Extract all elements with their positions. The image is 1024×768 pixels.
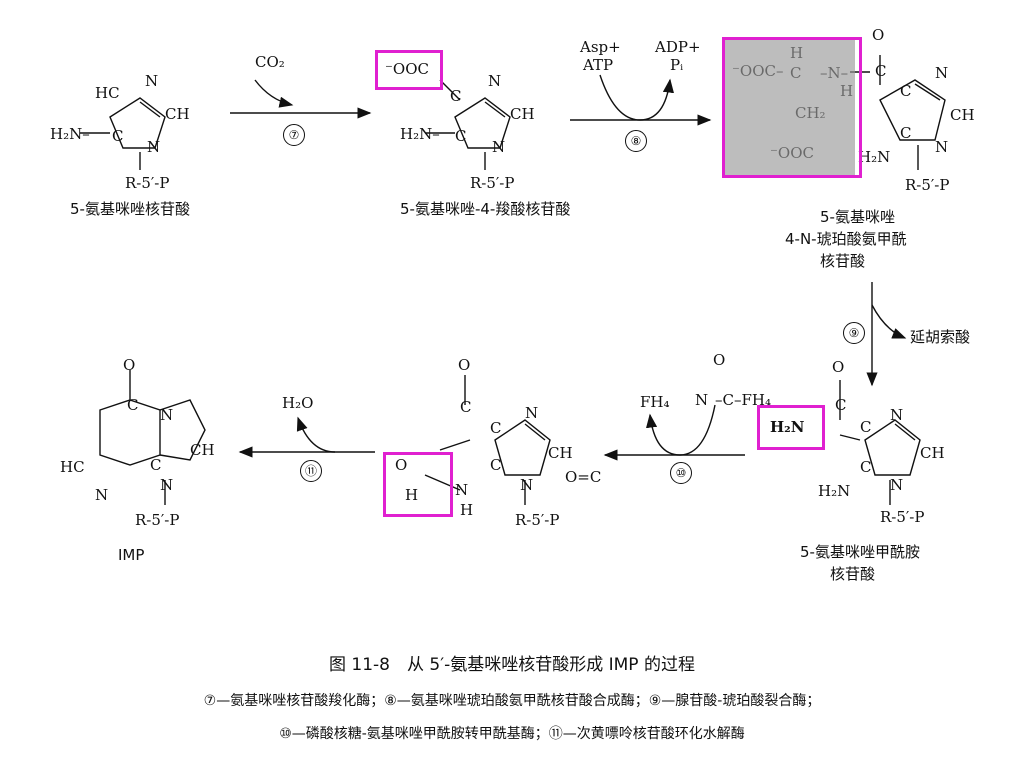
step8-reagent-in-2: ATP — [583, 56, 614, 74]
svg-text:HC: HC — [60, 458, 85, 476]
compound-3-name-l2: 4-N-琥珀酸氨甲酰 — [785, 230, 907, 248]
step9-reagent: 延胡索酸 — [910, 328, 971, 346]
svg-text:O: O — [123, 356, 135, 374]
svg-text:N: N — [160, 406, 173, 424]
compound-4-name-l1: 5-氨基咪唑甲酰胺 — [800, 543, 920, 561]
compound-1-name: 5-氨基咪唑核苷酸 — [70, 200, 190, 218]
figure-legend-line1: ⑦—氨基咪唑核苷酸羧化酶；⑧—氨基咪唑琥珀酸氨甲酰核苷酸合成酶；⑨—腺苷酸-琥珀… — [203, 693, 821, 709]
svg-text:N: N — [492, 138, 505, 156]
svg-text:R-5′-P: R-5′-P — [470, 174, 514, 192]
step11-number: ⑪ — [300, 460, 322, 482]
imidazole-ring-2 — [454, 97, 511, 149]
svg-text:N: N — [935, 138, 948, 156]
svg-text:O: O — [395, 456, 407, 474]
compound-6-name: IMP — [118, 546, 145, 564]
step8-number: ⑧ — [625, 130, 647, 152]
svg-text:R-5′-P: R-5′-P — [515, 511, 559, 529]
svg-text:C: C — [490, 419, 501, 437]
svg-text:H: H — [405, 486, 418, 504]
svg-text:C: C — [112, 127, 123, 145]
carboxyl-highlight — [375, 50, 443, 90]
svg-text:CH: CH — [920, 444, 945, 462]
step9-number: ⑨ — [843, 322, 865, 344]
svg-text:H: H — [460, 501, 473, 519]
svg-text:N: N — [160, 476, 173, 494]
amide-highlight — [757, 405, 825, 450]
svg-text:C: C — [900, 82, 911, 100]
compound-4-name-l2: 核苷酸 — [830, 565, 876, 583]
svg-text:O: O — [458, 356, 470, 374]
svg-text:R-5′-P: R-5′-P — [135, 511, 179, 529]
svg-text:R-5′-P: R-5′-P — [905, 176, 949, 194]
imidazole-ring-6 — [159, 399, 206, 461]
step7-reagent: CO₂ — [255, 53, 285, 71]
svg-text:C: C — [455, 127, 466, 145]
svg-text:C: C — [900, 124, 911, 142]
compound-3-name-l3: 核苷酸 — [820, 252, 866, 270]
step8-reagent-out-1: ADP+ — [655, 38, 701, 56]
imidazole-ring-5 — [494, 419, 551, 476]
svg-text:CH: CH — [190, 441, 215, 459]
svg-text:C: C — [875, 62, 886, 80]
imidazole-ring-1 — [109, 97, 166, 149]
succinyl-shade — [725, 40, 855, 175]
step10-reagent-out: FH₄ — [640, 393, 670, 411]
svg-text:C: C — [460, 398, 471, 416]
step7-number: ⑦ — [283, 124, 305, 146]
svg-text:CH: CH — [950, 106, 975, 124]
compound-2-name: 5-氨基咪唑-4-羧酸核苷酸 — [400, 200, 571, 218]
compound-3-name-l1: 5-氨基咪唑 — [820, 208, 895, 226]
svg-text:H₂N–: H₂N– — [400, 125, 440, 143]
step8-reagent-in-1: Asp+ — [580, 38, 621, 56]
amide-h2n: H₂N — [770, 418, 805, 436]
svg-text:N: N — [890, 406, 903, 424]
svg-text:C: C — [450, 87, 461, 105]
svg-text:N: N — [520, 476, 533, 494]
svg-text:HC: HC — [95, 84, 120, 102]
svg-text:R-5′-P: R-5′-P — [125, 174, 169, 192]
svg-text:H₂N–: H₂N– — [50, 125, 90, 143]
svg-text:R-5′-P: R-5′-P — [880, 508, 924, 526]
svg-text:C: C — [127, 396, 138, 414]
svg-text:N: N — [695, 391, 708, 409]
step11-reagent: H₂O — [282, 394, 314, 412]
carboxyl-group: ⁻OOC — [385, 60, 429, 78]
svg-text:N: N — [935, 64, 948, 82]
svg-text:N: N — [890, 476, 903, 494]
svg-text:C: C — [835, 396, 846, 414]
svg-text:H₂N: H₂N — [818, 482, 850, 500]
svg-text:O: O — [832, 358, 844, 376]
svg-text:H₂N: H₂N — [858, 148, 890, 166]
figure-legend-line2: ⑩—磷酸核糖-氨基咪唑甲酰胺转甲酰基酶；⑪—次黄嘌呤核苷酸环化水解酶 — [279, 726, 745, 742]
imidazole-ring-4 — [864, 419, 921, 476]
svg-text:CH: CH — [510, 105, 535, 123]
figure-title: 图 11-8 从 5′-氨基咪唑核苷酸形成 IMP 的过程 — [329, 655, 695, 675]
step8-reagent-out-2: Pᵢ — [670, 56, 684, 74]
svg-text:CH: CH — [165, 105, 190, 123]
svg-text:N: N — [455, 481, 468, 499]
svg-text:CH: CH — [548, 444, 573, 462]
succinyl-highlight — [722, 37, 862, 178]
step10-number: ⑩ — [670, 462, 692, 484]
imidazole-ring-3 — [879, 79, 946, 141]
svg-text:N: N — [147, 138, 160, 156]
svg-text:O=C: O=C — [565, 468, 601, 486]
svg-text:N: N — [525, 404, 538, 422]
svg-text:C: C — [860, 418, 871, 436]
svg-text:C: C — [150, 456, 161, 474]
svg-text:C: C — [860, 458, 871, 476]
svg-text:O: O — [872, 26, 884, 44]
svg-text:N: N — [488, 72, 501, 90]
svg-text:C: C — [490, 456, 501, 474]
svg-text:–C–FH₄: –C–FH₄ — [715, 391, 771, 409]
svg-text:O: O — [713, 351, 725, 369]
formyl-highlight — [383, 452, 453, 517]
svg-text:N: N — [95, 486, 108, 504]
svg-text:N: N — [145, 72, 158, 90]
